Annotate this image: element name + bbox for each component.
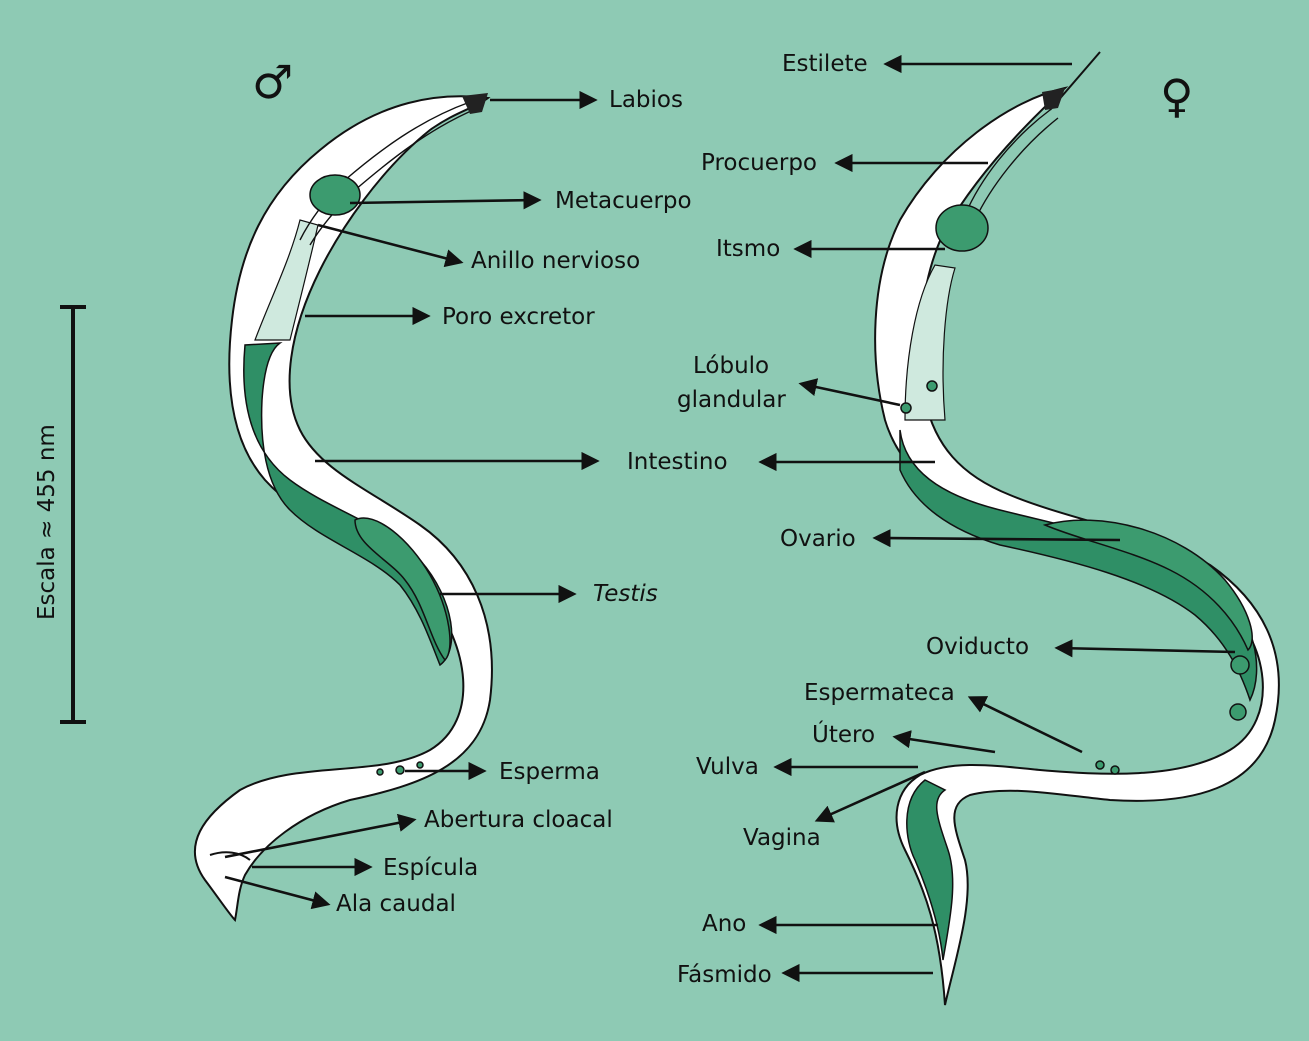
- label-lobulo-line1: Lóbulo: [693, 353, 769, 379]
- female-gland-lobe: [900, 402, 912, 414]
- female-posterior-body: [906, 779, 954, 961]
- male-intestine: [243, 342, 453, 667]
- label-esperma: Esperma: [499, 759, 600, 785]
- scale-bar: Escala ≈ 455 nm: [34, 305, 86, 724]
- label-ovario: Ovario: [780, 526, 856, 552]
- male-testis: [354, 517, 451, 662]
- label-espicula: Espícula: [383, 855, 478, 881]
- label-anillo-nervioso: Anillo nervioso: [471, 248, 640, 274]
- label-labios: Labios: [609, 87, 683, 113]
- male-nematode: [194, 93, 493, 923]
- male-spicule: [209, 851, 251, 861]
- female-ovary: [1042, 519, 1253, 652]
- label-intestino: Intestino: [627, 449, 728, 475]
- female-metacorpus: [935, 204, 989, 252]
- label-espermateca: Espermateca: [804, 680, 955, 706]
- label-poro-excretor: Poro excretor: [442, 304, 595, 330]
- label-vagina: Vagina: [743, 825, 821, 851]
- label-lobulo-line2: glandular: [677, 387, 786, 413]
- label-testis: Testis: [593, 581, 658, 607]
- female-pharynx: [904, 264, 956, 421]
- male-metacorpus: [309, 174, 361, 216]
- female-lips: [1042, 88, 1065, 110]
- scale-label: Escala ≈ 455 nm: [34, 424, 60, 620]
- label-utero: Útero: [812, 720, 875, 748]
- label-oviducto: Oviducto: [926, 634, 1029, 660]
- label-vulva: Vulva: [696, 754, 759, 780]
- female-intestine: [899, 429, 1258, 702]
- label-metacuerpo: Metacuerpo: [555, 188, 692, 214]
- female-symbol: ♀: [1160, 69, 1194, 123]
- male-symbol: ♂: [252, 55, 293, 109]
- label-estilete: Estilete: [782, 51, 868, 77]
- label-ala-caudal: Ala caudal: [336, 891, 456, 917]
- male-lips: [462, 93, 488, 114]
- label-procuerpo: Procuerpo: [701, 150, 817, 176]
- male-body-outline: [194, 95, 493, 923]
- label-fasmido: Fásmido: [677, 962, 772, 988]
- male-pharynx: [254, 219, 319, 341]
- label-itsmo: Itsmo: [716, 236, 780, 262]
- female-nematode: [874, 51, 1280, 1006]
- label-ano: Ano: [702, 911, 746, 937]
- label-abertura-cloacal: Abertura cloacal: [424, 807, 613, 833]
